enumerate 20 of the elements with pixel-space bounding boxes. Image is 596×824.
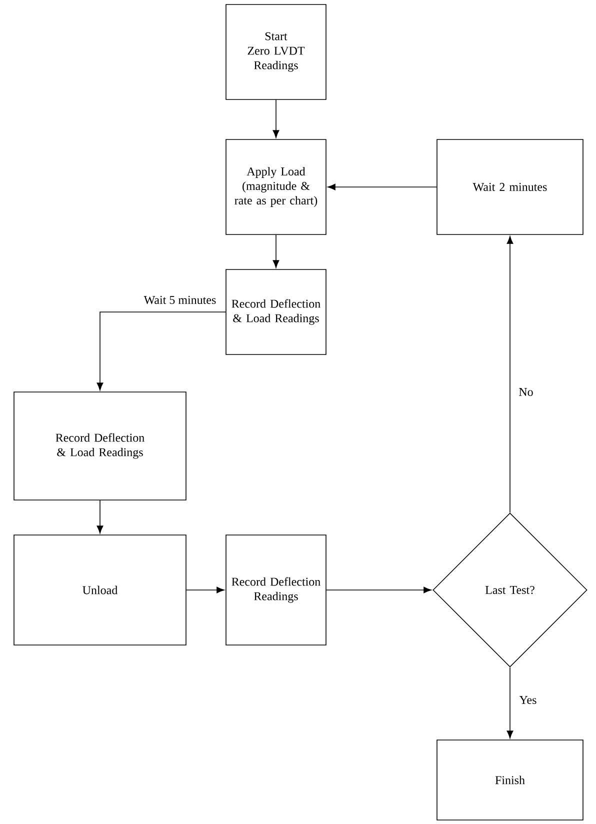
arrow	[326, 586, 432, 594]
process-box: Record Deflection Readings	[226, 534, 326, 646]
arrow	[272, 234, 280, 268]
arrow	[96, 500, 104, 534]
arrow	[272, 100, 280, 138]
arrow	[96, 312, 226, 390]
edge-label: No	[518, 387, 534, 397]
arrow	[186, 586, 224, 594]
process-box: Unload	[14, 534, 186, 646]
edge-label: Wait 5 minutes	[142, 294, 218, 306]
process-box: Wait 2 minutes	[436, 139, 584, 235]
arrow	[506, 667, 514, 738]
process-box: Record Deflection & Load Readings	[14, 392, 186, 500]
arrow	[506, 236, 514, 513]
process-box: Start Zero LVDT Readings	[226, 4, 326, 100]
arrow	[328, 184, 437, 190]
process-box: Finish	[436, 740, 584, 820]
process-box: Apply Load (magnitude & rate as per chart)	[226, 139, 326, 235]
process-box: Record Deflection & Load Readings	[226, 269, 326, 355]
edge-label: Yes	[518, 695, 538, 705]
